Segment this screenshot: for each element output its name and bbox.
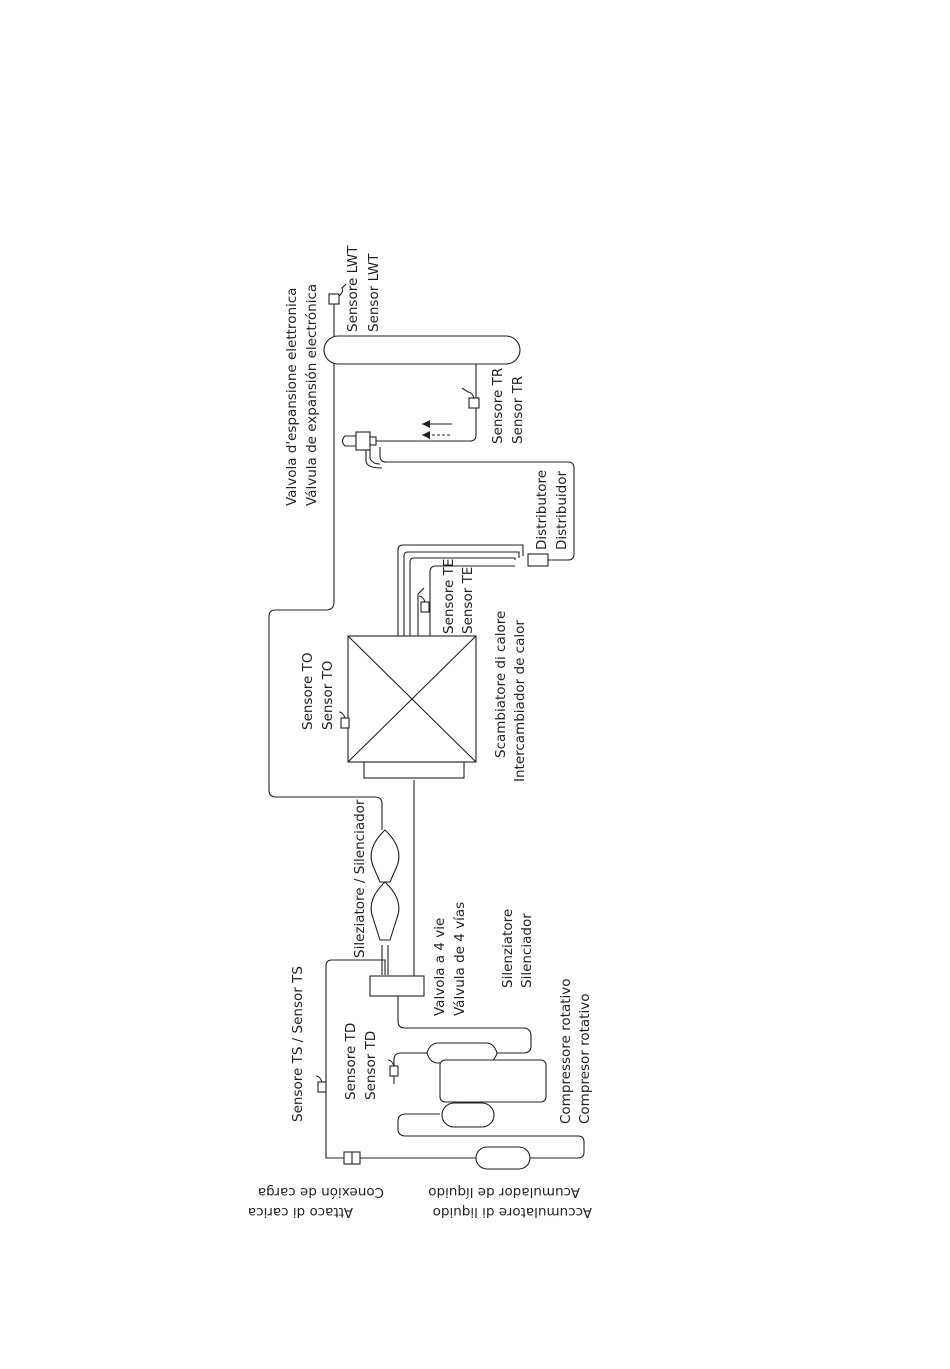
electronic-expansion-valve (341, 431, 383, 469)
label-tr-es: Sensor TR (510, 376, 526, 444)
pipe-suction-line (325, 959, 386, 1159)
pipe-valve-to-compressor (397, 996, 532, 1054)
label-dist-it: Distributore (534, 470, 550, 550)
label-valve4-es: Válvula de 4 vías (452, 902, 468, 1016)
label-sil-it: Silenziatore (500, 909, 516, 988)
sensor-td (387, 1059, 399, 1077)
pipe-compressor-to-accumulator (397, 1113, 585, 1159)
label-td-it: Sensore TD (343, 1023, 359, 1100)
sensor-ts (315, 1075, 327, 1093)
label-charge-es: Conexión de carga (258, 1184, 384, 1200)
water-heat-exchanger (323, 335, 521, 365)
label-to-it: Sensore TO (300, 653, 316, 730)
flow-direction-arrows (422, 420, 452, 439)
pipe-valve-to-muffler (381, 945, 389, 975)
label-acc-es: Acumulador de líquido (428, 1184, 580, 1200)
label-tr-it: Sensore TR (490, 368, 506, 444)
label-te-es: Sensor TE (460, 567, 476, 634)
rotary-compressor (439, 1059, 547, 1103)
label-eev-it: Valvola d'espansione elettronica (284, 288, 300, 506)
label-comp-es: Compresor rotativo (577, 994, 593, 1124)
liquid-accumulator (475, 1146, 531, 1170)
air-heat-exchanger (347, 635, 477, 779)
label-comp-it: Compressore rotativo (558, 978, 574, 1124)
label-hx-it: Scambiatore di calore (493, 611, 509, 758)
labels: Sensore LWT Sensor LWT Valvola d'espansi… (248, 245, 593, 1220)
sensor-lwt (328, 283, 347, 305)
distributor (527, 553, 549, 567)
label-to-es: Sensor TO (320, 661, 336, 730)
charge-port (343, 1151, 361, 1165)
label-sil-es: Silenciador (519, 913, 535, 988)
silencer (426, 1042, 498, 1064)
label-hx-es: Intercambiador de calor (512, 620, 528, 782)
pipe-muffler-to-main (268, 346, 383, 830)
sensor-to (338, 711, 350, 729)
pipe-distributor-to-eev (379, 447, 575, 561)
label-muffler-top: Sileziatore / Silenciador (352, 799, 368, 958)
muffler-top (370, 829, 400, 941)
pipe-discharge (393, 1052, 427, 1084)
label-td-es: Sensor TD (363, 1031, 379, 1100)
label-charge-it: Attaco di carica (248, 1204, 353, 1220)
label-acc-it: Accumulatore di liquido (433, 1204, 592, 1220)
sensor-te (418, 595, 430, 613)
pipe-eev-to-lwt (374, 364, 477, 442)
label-lwt-es: Sensor LWT (366, 253, 382, 332)
label-ts: Sensore TS / Sensor TS (290, 966, 306, 1122)
pipe-te-branch (417, 587, 425, 636)
label-te-it: Sensore TE (441, 559, 457, 634)
pipe-hx-distributor-tubes (397, 544, 524, 636)
label-eev-es: Válvula de expansión electrónica (304, 284, 320, 506)
label-dist-es: Distribuidor (554, 471, 570, 550)
compressor-base (441, 1102, 495, 1128)
label-lwt-it: Sensore LWT (345, 245, 361, 332)
pipe-hx-to-valve (396, 780, 415, 981)
sensor-tr (461, 387, 480, 409)
four-way-valve (369, 975, 425, 997)
label-valve4-it: Valvola a 4 vie (432, 918, 448, 1016)
